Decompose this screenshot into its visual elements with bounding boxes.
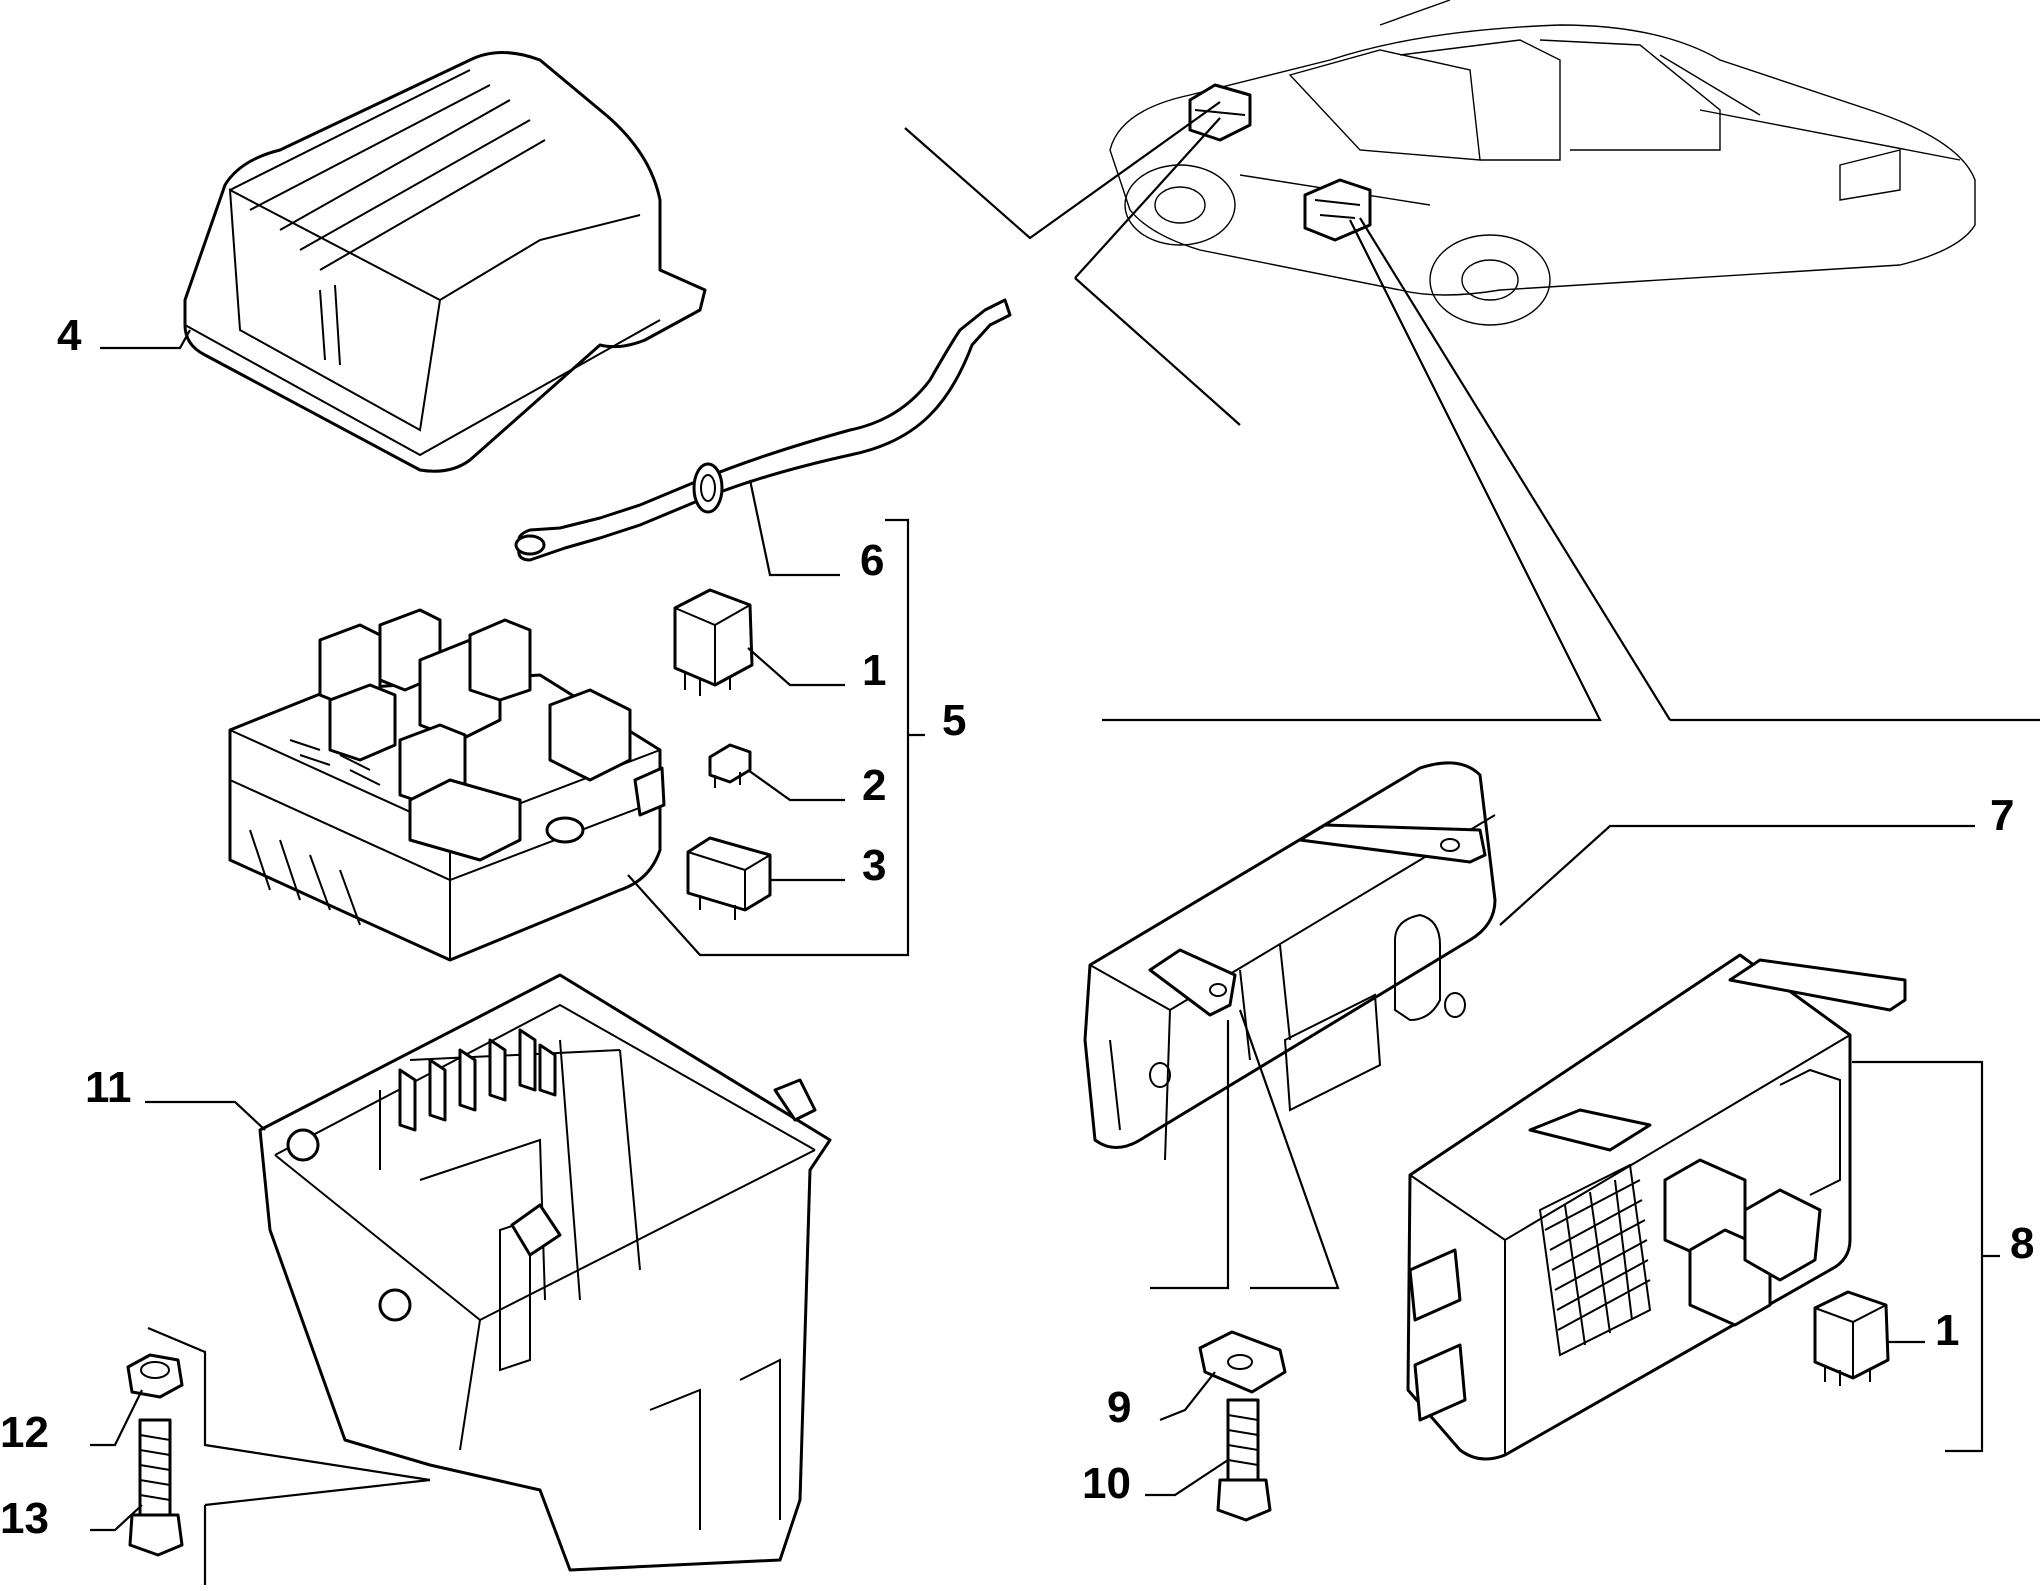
car-module-front bbox=[1188, 83, 1252, 142]
body-control-unit bbox=[1083, 761, 1497, 1161]
car-illustration bbox=[1109, 0, 1976, 326]
car-module-door bbox=[1303, 178, 1372, 242]
fuse-box-housing bbox=[258, 973, 832, 1572]
nut bbox=[126, 1353, 184, 1399]
fuse-distribution-board bbox=[1406, 953, 1907, 1461]
callout-5: 5 bbox=[942, 696, 966, 745]
fuse-small bbox=[708, 743, 752, 788]
ground-cable bbox=[514, 298, 1012, 562]
fuse-large bbox=[686, 836, 772, 920]
callout-7: 7 bbox=[1990, 791, 2014, 840]
bolt-right bbox=[1216, 1398, 1272, 1522]
callout-6: 6 bbox=[860, 536, 884, 585]
fuse-relay-box bbox=[228, 608, 666, 962]
callout-13: 13 bbox=[0, 1494, 49, 1543]
callout-11: 11 bbox=[85, 1063, 132, 1112]
leader-lines bbox=[90, 101, 2040, 1585]
callout-3: 3 bbox=[862, 841, 886, 890]
relay-upper bbox=[673, 588, 754, 696]
callout-4: 4 bbox=[57, 311, 82, 360]
callout-2: 2 bbox=[862, 761, 886, 810]
callout-labels: 4 6 1 5 2 3 7 11 8 1 9 10 12 13 bbox=[0, 311, 2034, 1543]
callout-1-upper: 1 bbox=[862, 646, 886, 695]
relay-lower bbox=[1813, 1290, 1890, 1386]
callout-9: 9 bbox=[1107, 1383, 1131, 1432]
bolt-left bbox=[128, 1418, 184, 1557]
callout-12: 12 bbox=[0, 1408, 49, 1457]
fuse-box-cover bbox=[183, 51, 707, 473]
retaining-clip bbox=[1198, 1330, 1287, 1394]
callout-1-lower: 1 bbox=[1935, 1306, 1959, 1355]
callout-8: 8 bbox=[2010, 1219, 2034, 1268]
callout-10: 10 bbox=[1082, 1459, 1131, 1508]
